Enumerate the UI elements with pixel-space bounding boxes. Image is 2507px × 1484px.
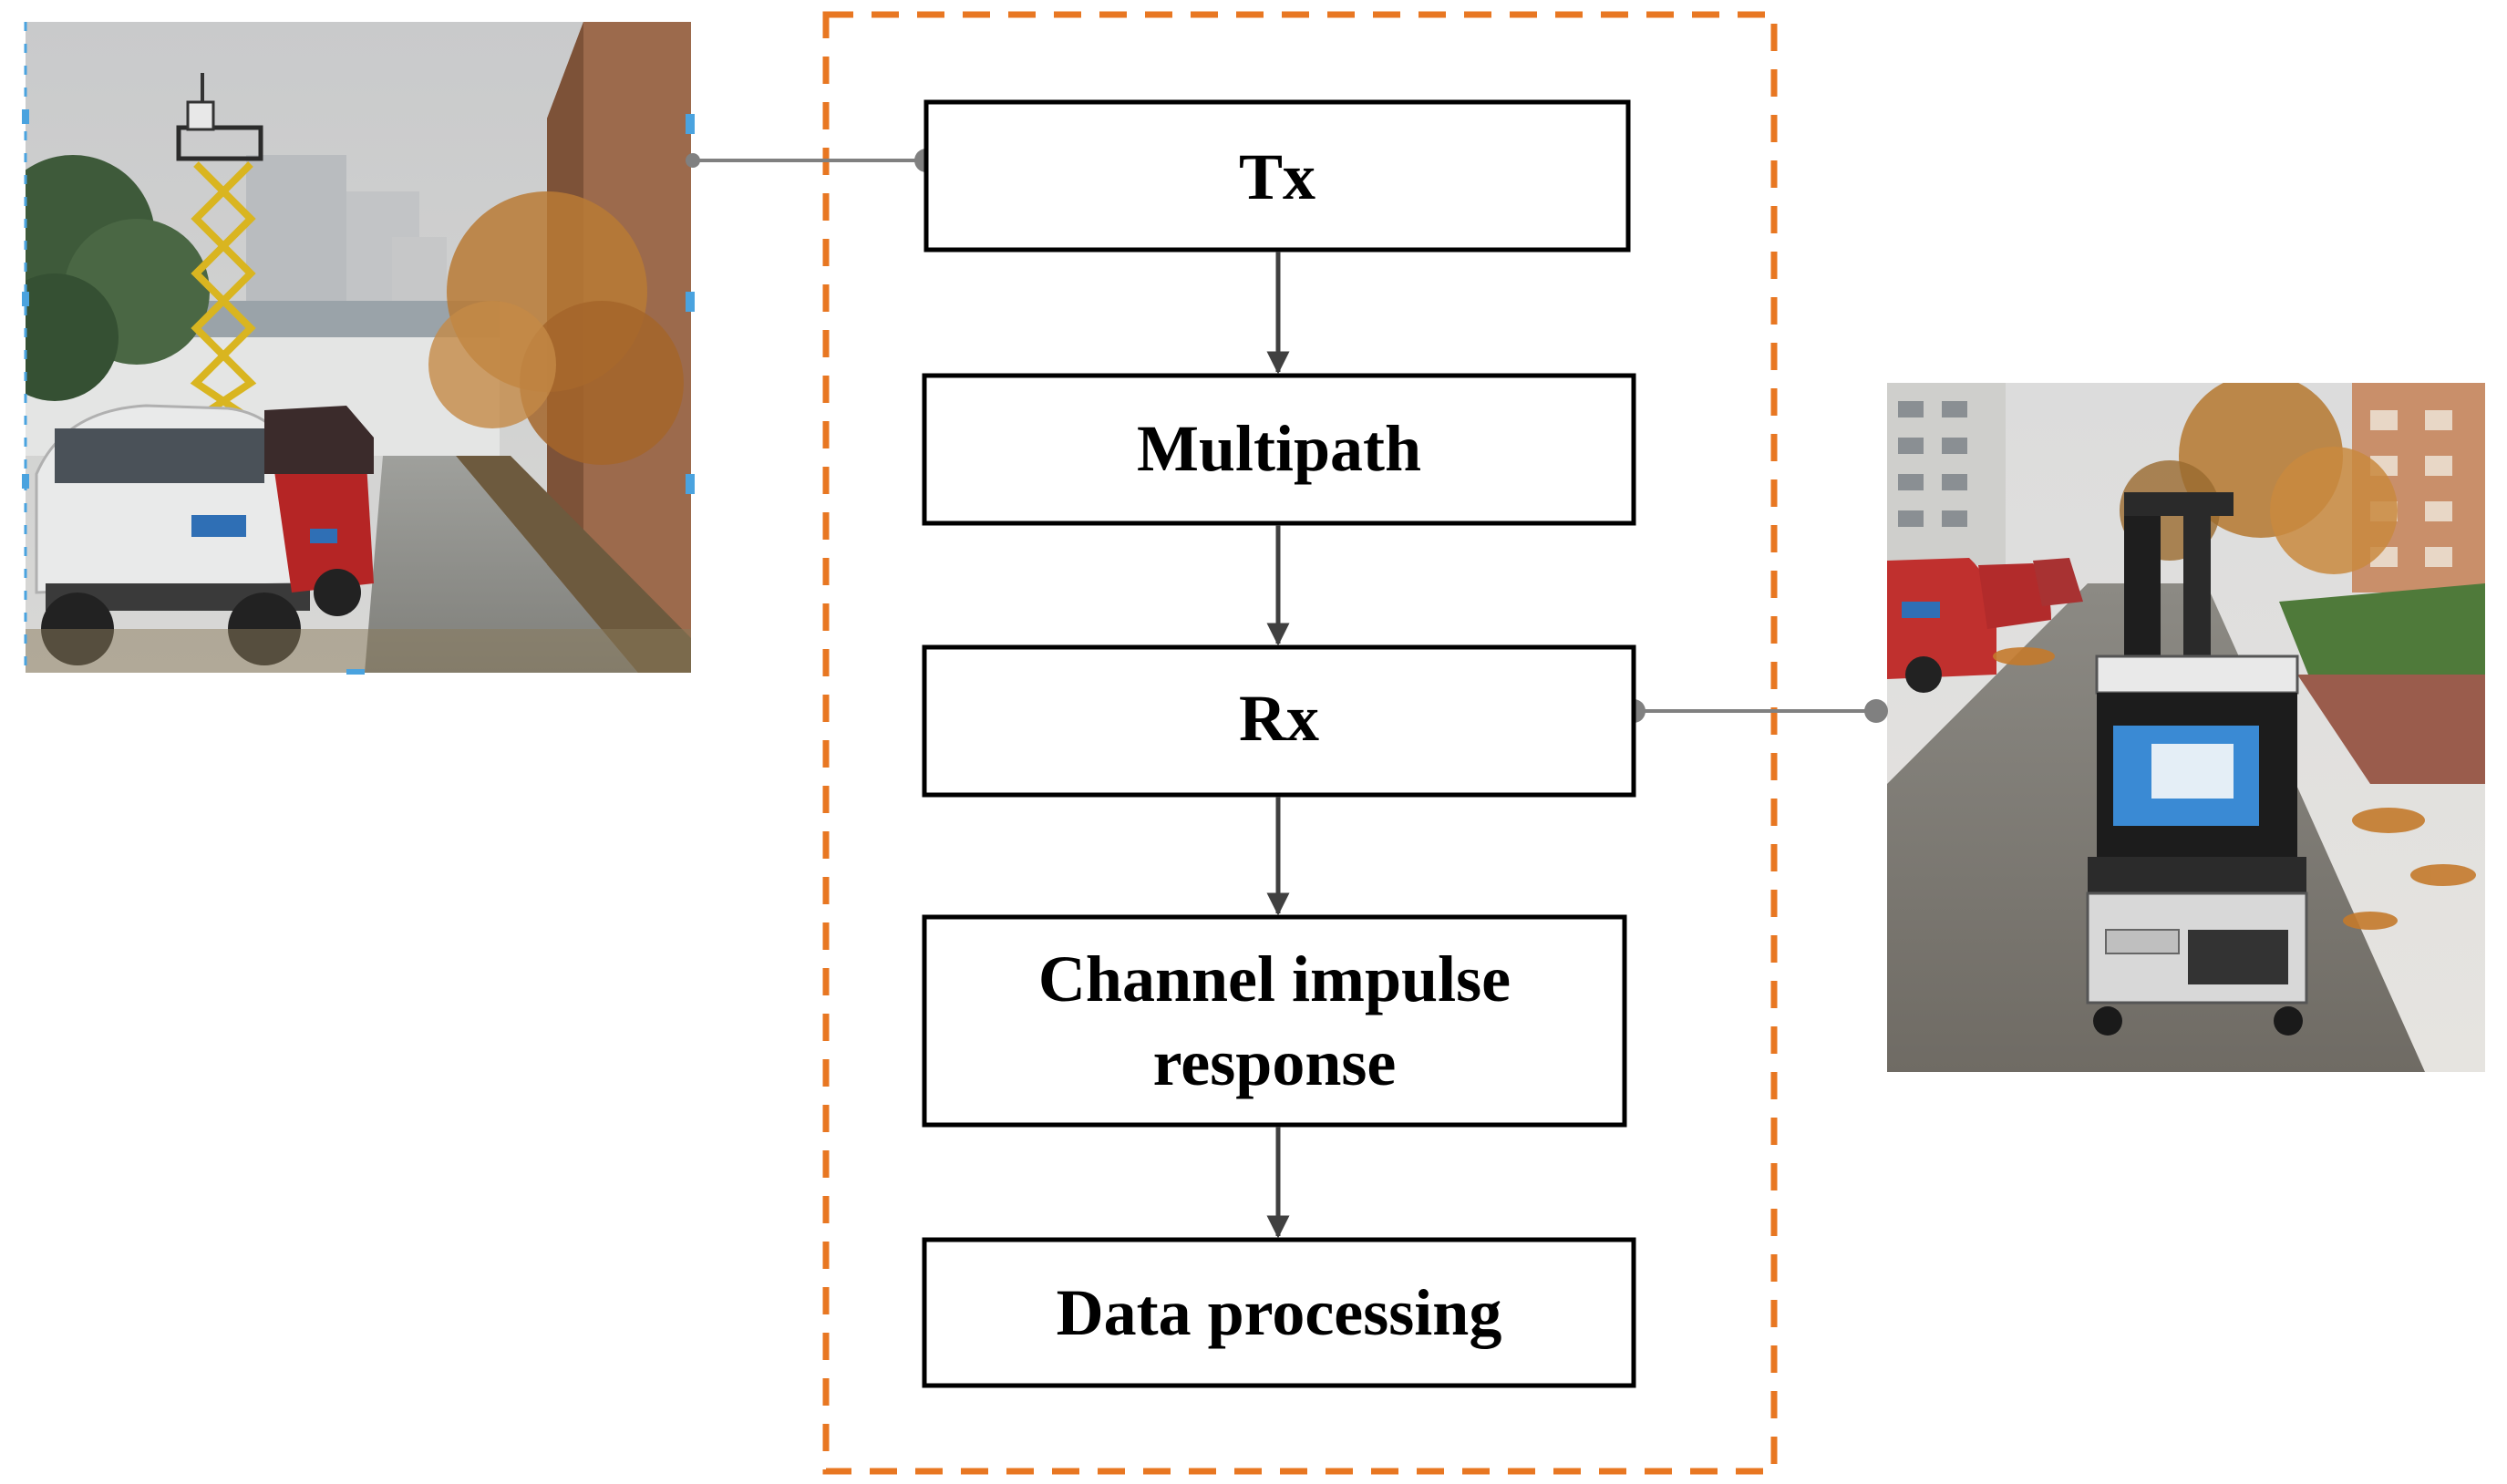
- flow-box-label: Multipath: [1137, 412, 1421, 485]
- flow-box-label: Channel impulse: [1038, 943, 1511, 1015]
- transmitter-tower-icon: [176, 73, 263, 423]
- parked-white-car-icon: [35, 404, 310, 665]
- flow-box-label: Rx: [1239, 682, 1319, 755]
- flow-box-label: Data processing: [1057, 1276, 1502, 1349]
- transmitter-site-photo: [26, 22, 691, 673]
- flow-frame: [822, 11, 1778, 1475]
- rx-photo-connector: [1622, 699, 1888, 723]
- flow-box-label: response: [1153, 1026, 1397, 1099]
- flow-box-data-processing: Data processing: [922, 1237, 1636, 1388]
- flow-box-tx: Tx: [923, 99, 1631, 252]
- flow-box-rx: Rx: [922, 644, 1636, 798]
- flow-box-multipath: Multipath: [922, 373, 1636, 526]
- parked-red-cars-icon: [1887, 558, 2083, 693]
- tx-photo-connector: [686, 149, 938, 172]
- photo-selection-handles: [22, 22, 695, 675]
- receiver-site-photo: [1887, 383, 2485, 1072]
- flow-box-channel-impulse-response: Channel impulse response: [922, 914, 1627, 1128]
- flow-box-label: Tx: [1239, 140, 1315, 213]
- receiver-cart-icon: [2086, 492, 2308, 1036]
